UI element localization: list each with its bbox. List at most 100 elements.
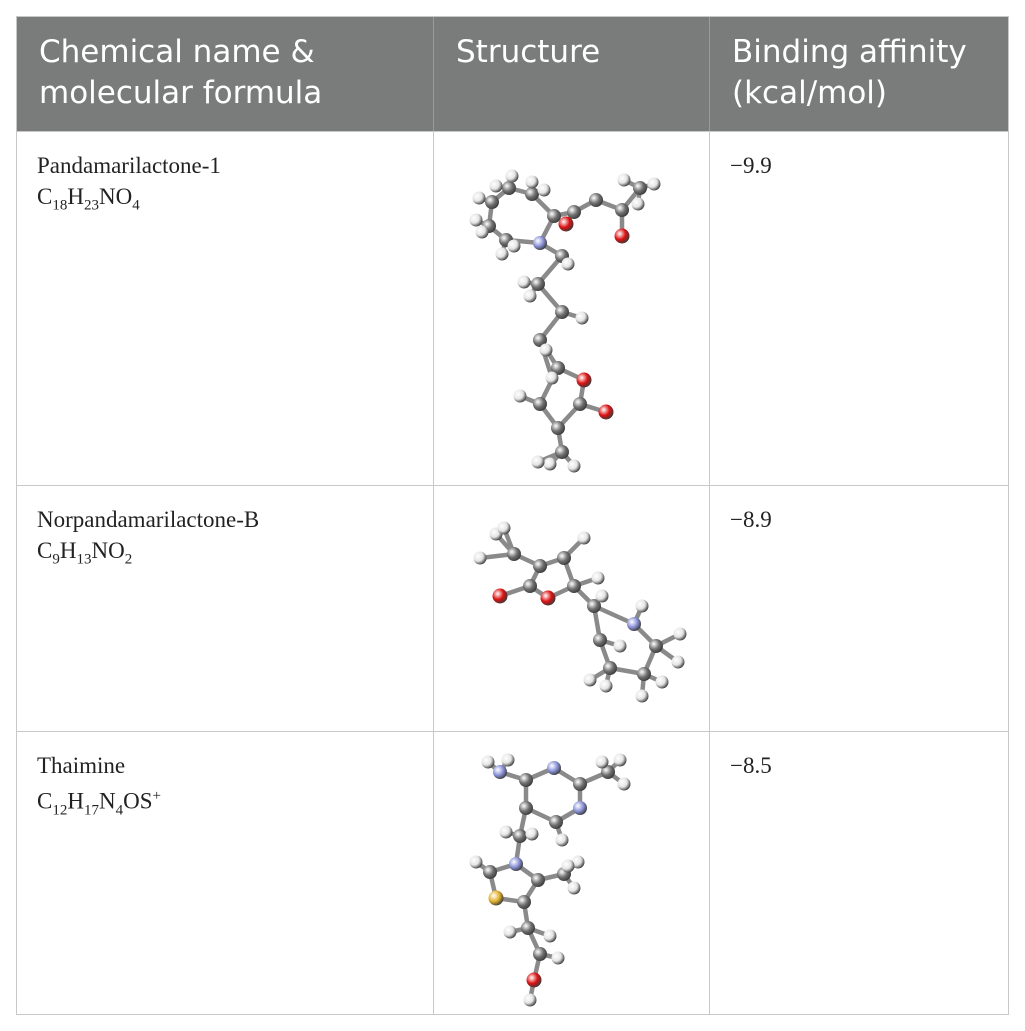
hydrogen-atom bbox=[489, 179, 503, 193]
carbon-atom bbox=[533, 947, 547, 961]
carbon-atom bbox=[555, 445, 569, 459]
molecular-formula: C9H13NO2 bbox=[37, 538, 133, 568]
hydrogen-atom bbox=[517, 275, 531, 289]
hydrogen-atom bbox=[631, 197, 645, 211]
carbon-atom bbox=[557, 551, 571, 565]
header-binding-affinity: Binding affinity (kcal/mol) bbox=[732, 34, 967, 111]
data-table: Chemical name & molecular formula Struct… bbox=[16, 16, 1009, 1015]
carbon-atom bbox=[533, 559, 547, 573]
norpandamarilactone-b-ball-and-stick-model-icon bbox=[473, 521, 687, 703]
hydrogen-atom bbox=[523, 289, 537, 303]
hydrogen-atom bbox=[577, 531, 591, 545]
carbon-atom bbox=[517, 895, 531, 909]
bond-stick bbox=[591, 603, 637, 627]
carbon-atom bbox=[519, 801, 533, 815]
header-chemical-name: Chemical name & molecular formula bbox=[39, 34, 323, 111]
carbon-atom bbox=[483, 865, 497, 879]
nitrogen-atom bbox=[573, 801, 587, 815]
compound-cell: Thaimine C12H17N4OS+ bbox=[17, 732, 433, 1016]
carbon-atom bbox=[485, 195, 499, 209]
compound-cell: Norpandamarilactone-B C9H13NO2 bbox=[17, 486, 433, 731]
carbon-atom bbox=[547, 209, 561, 223]
carbon-atom bbox=[649, 639, 663, 653]
nitrogen-atom bbox=[493, 765, 507, 779]
oxygen-atom bbox=[540, 590, 556, 606]
oxygen-atom bbox=[526, 972, 542, 988]
table-row: Pandamarilactone-1 C18H23NO4 −9.9 bbox=[17, 131, 1008, 485]
carbon-atom bbox=[551, 421, 565, 435]
structure-cell bbox=[434, 732, 709, 1016]
hydrogen-atom bbox=[561, 859, 575, 873]
hydrogen-atom bbox=[551, 951, 565, 965]
hydrogen-atom bbox=[595, 755, 609, 769]
hydrogen-atom bbox=[501, 753, 515, 767]
hydrogen-atom bbox=[555, 833, 569, 847]
sulfur-atom bbox=[488, 890, 504, 906]
hydrogen-atom bbox=[525, 175, 539, 189]
carbon-atom bbox=[502, 181, 516, 195]
hydrogen-atom bbox=[503, 925, 517, 939]
carbon-atom bbox=[507, 547, 521, 561]
header-structure: Structure bbox=[456, 34, 601, 70]
carbon-atom bbox=[637, 667, 651, 681]
carbon-atom bbox=[633, 181, 647, 195]
hydrogen-atom bbox=[513, 389, 527, 403]
oxygen-atom bbox=[558, 216, 574, 232]
carbon-atom bbox=[603, 661, 617, 675]
hydrogen-atom bbox=[673, 627, 687, 641]
hydrogen-atom bbox=[671, 655, 685, 669]
carbon-atom bbox=[523, 579, 537, 593]
structure-cell bbox=[434, 132, 709, 485]
structure-cell bbox=[434, 486, 709, 731]
nitrogen-atom bbox=[533, 236, 547, 250]
carbon-atom bbox=[555, 305, 569, 319]
hydrogen-atom bbox=[495, 247, 509, 261]
hydrogen-atom bbox=[575, 311, 589, 325]
binding-affinity-value: −8.5 bbox=[730, 753, 772, 778]
hydrogen-atom bbox=[583, 673, 597, 687]
carbon-atom bbox=[573, 777, 587, 791]
hydrogen-atom bbox=[647, 177, 661, 191]
hydrogen-atom bbox=[539, 343, 553, 357]
oxygen-atom bbox=[614, 228, 630, 244]
hydrogen-atom bbox=[543, 929, 557, 943]
compound-name: Pandamarilactone-1 bbox=[37, 153, 221, 178]
hydrogen-atom bbox=[473, 551, 487, 565]
hydrogen-atom bbox=[507, 239, 521, 253]
compound-cell: Pandamarilactone-1 C18H23NO4 bbox=[17, 132, 433, 485]
hydrogen-atom bbox=[505, 169, 519, 183]
oxygen-atom bbox=[492, 588, 508, 604]
hydrogen-atom bbox=[613, 639, 627, 653]
carbon-atom bbox=[589, 193, 603, 207]
molecular-formula: C12H17N4OS+ bbox=[37, 788, 161, 819]
hydrogen-atom bbox=[561, 257, 575, 271]
hydrogen-atom bbox=[472, 191, 486, 205]
hydrogen-atom bbox=[613, 753, 627, 767]
hydrogen-atom bbox=[617, 777, 631, 791]
hydrogen-atom bbox=[499, 825, 513, 839]
hydrogen-atom bbox=[595, 589, 609, 603]
hydrogen-atom bbox=[599, 679, 613, 693]
hydrogen-atom bbox=[537, 183, 551, 197]
carbon-atom bbox=[531, 873, 545, 887]
hydrogen-atom bbox=[525, 827, 539, 841]
carbon-atom bbox=[587, 599, 601, 613]
hydrogen-atom bbox=[567, 459, 581, 473]
oxygen-atom bbox=[598, 404, 614, 420]
carbon-atom bbox=[573, 397, 587, 411]
table-header: Chemical name & molecular formula Struct… bbox=[17, 17, 1008, 131]
carbon-atom bbox=[521, 921, 535, 935]
compound-name: Thaimine bbox=[37, 753, 126, 778]
carbon-atom bbox=[519, 773, 533, 787]
carbon-atom bbox=[567, 579, 581, 593]
hydrogen-atom bbox=[475, 225, 489, 239]
oxygen-atom bbox=[576, 372, 592, 388]
pandamarilactone-1-ball-and-stick-model-icon bbox=[469, 169, 661, 473]
molecular-formula: C18H23NO4 bbox=[37, 184, 140, 214]
hydrogen-atom bbox=[571, 855, 585, 869]
table-row: Thaimine C12H17N4OS+ −8.5 bbox=[17, 731, 1008, 1016]
nitrogen-atom bbox=[627, 617, 641, 631]
nitrogen-atom bbox=[547, 761, 561, 775]
hydrogen-atom bbox=[469, 855, 483, 869]
hydrogen-atom bbox=[545, 371, 559, 385]
